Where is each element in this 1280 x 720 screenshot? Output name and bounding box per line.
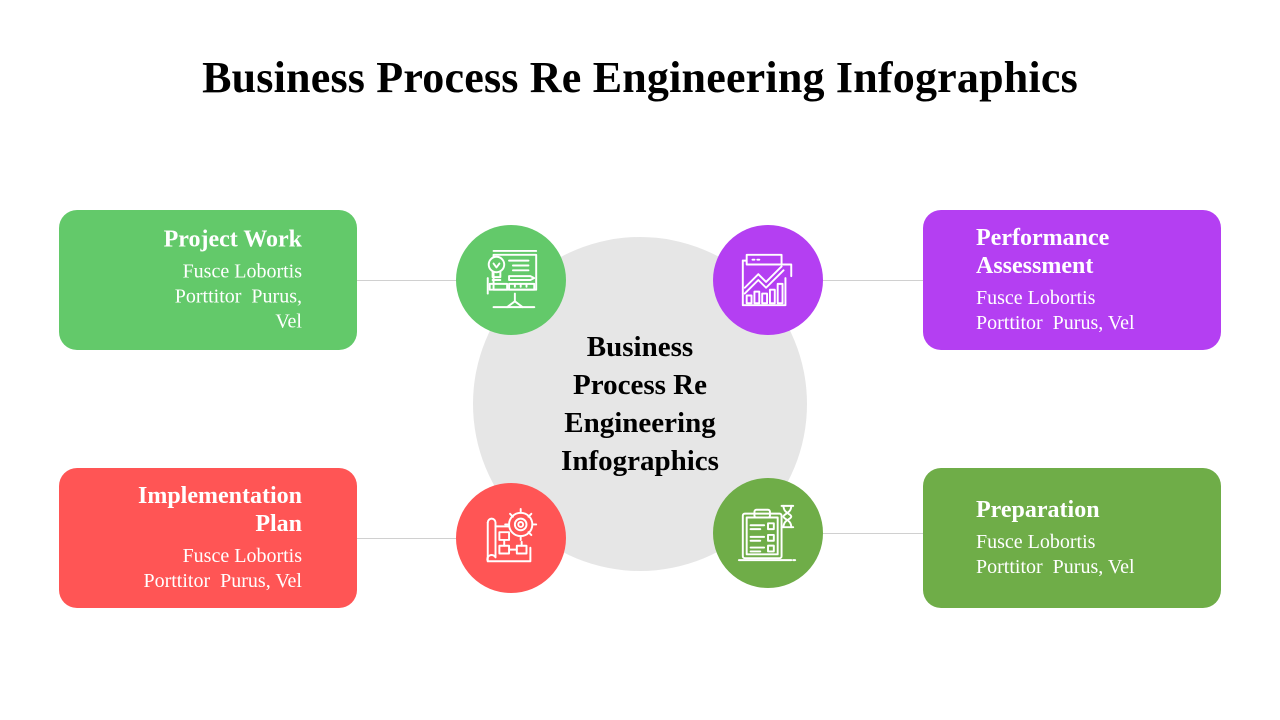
card-title: Implementation Plan bbox=[138, 482, 302, 538]
card-title-line: Plan bbox=[255, 511, 302, 537]
card-description: Fusce Lobortis Porttitor Purus, Vel bbox=[976, 530, 1135, 580]
card-title-line: Performance bbox=[976, 225, 1110, 251]
center-title-line: Infographics bbox=[561, 445, 719, 477]
card-title-line: Assessment bbox=[976, 253, 1094, 279]
gear-blueprint-flowchart-icon bbox=[486, 507, 538, 563]
center-title-line: Business bbox=[586, 331, 694, 363]
card-description-line: Fusce Lobortis bbox=[182, 545, 302, 567]
idea-presentation-board-icon bbox=[486, 249, 538, 309]
card-description: Fusce Lobortis Porttitor Purus, Vel bbox=[976, 286, 1135, 336]
icon-circle-performance-assessment bbox=[713, 225, 823, 335]
icon-circle-project-work bbox=[456, 225, 566, 335]
connector-line-implementation-plan bbox=[357, 538, 477, 539]
card-description-line: Porttitor Purus, Vel bbox=[976, 312, 1135, 334]
card-implementation-plan: Implementation Plan Fusce Lobortis Portt… bbox=[59, 468, 357, 608]
card-title: Performance Assessment bbox=[976, 224, 1135, 280]
card-title-line: Implementation bbox=[138, 483, 302, 509]
clipboard-checklist-hourglass-icon bbox=[737, 504, 797, 562]
card-description-line: Porttitor Purus, bbox=[174, 285, 302, 308]
page-title: Business Process Re Engineering Infograp… bbox=[202, 53, 1078, 102]
card-description-line: Fusce Lobortis bbox=[182, 260, 302, 283]
center-title: Business Process Re Engineering Infograp… bbox=[520, 328, 760, 480]
card-description-line: Fusce Lobortis bbox=[976, 287, 1096, 309]
card-title: Preparation bbox=[976, 497, 1100, 523]
icon-circle-implementation-plan bbox=[456, 483, 566, 593]
connector-line-performance-assessment bbox=[805, 280, 925, 281]
card-performance-assessment: Performance Assessment Fusce Lobortis Po… bbox=[923, 210, 1221, 350]
card-description-line: Fusce Lobortis bbox=[976, 531, 1096, 553]
card-description: Fusce Lobortis Porttitor Purus, Vel bbox=[138, 544, 302, 594]
connector-line-preparation bbox=[805, 533, 925, 534]
card-project-work: Project Work Fusce Lobortis Porttitor Pu… bbox=[59, 210, 357, 350]
connector-line-project-work bbox=[357, 280, 477, 281]
growth-chart-report-icon bbox=[741, 253, 793, 307]
icon-circle-preparation bbox=[713, 478, 823, 588]
card-preparation: Preparation Fusce Lobortis Porttitor Pur… bbox=[923, 468, 1221, 608]
center-title-line: Engineering bbox=[564, 407, 716, 439]
card-description-line: Porttitor Purus, Vel bbox=[976, 556, 1135, 578]
card-description: Fusce Lobortis Porttitor Purus, Vel bbox=[164, 260, 302, 335]
card-title: Project Work bbox=[163, 226, 302, 253]
card-description-line: Porttitor Purus, Vel bbox=[143, 570, 302, 592]
center-title-line: Process Re bbox=[573, 369, 707, 401]
card-description-line: Vel bbox=[275, 310, 302, 333]
